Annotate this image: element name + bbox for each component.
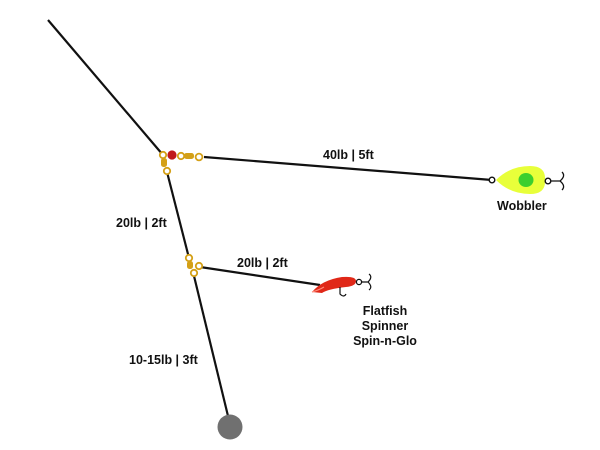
wobbler-leader-line bbox=[203, 155, 493, 182]
wobbler-lure-icon bbox=[488, 166, 565, 194]
lower-leader-label: 20lb | 2ft bbox=[237, 256, 288, 270]
lower-swivel-icon bbox=[184, 253, 204, 278]
main-leader-label: 40lb | 5ft bbox=[323, 148, 374, 162]
lure-name-flatfish: Flatfish bbox=[362, 304, 408, 318]
sinker-line bbox=[192, 275, 230, 417]
lure-name-spinner: Spinner bbox=[361, 319, 409, 333]
upper-swivel-icon bbox=[158, 150, 204, 176]
flatfish-leader-line bbox=[199, 265, 321, 287]
dropper-line bbox=[165, 171, 191, 259]
upper-dropper-label: 20lb | 2ft bbox=[116, 216, 167, 230]
lower-lure-names: Flatfish Spinner Spin-n-Glo bbox=[345, 304, 425, 349]
main-line bbox=[47, 19, 164, 156]
sinker-line-label: 10-15lb | 3ft bbox=[129, 353, 198, 367]
lure-name-spin-n-glo: Spin-n-Glo bbox=[353, 334, 417, 348]
wobbler-name: Wobbler bbox=[497, 199, 547, 213]
sinker-icon bbox=[217, 414, 243, 440]
flatfish-lure-icon bbox=[311, 273, 372, 297]
